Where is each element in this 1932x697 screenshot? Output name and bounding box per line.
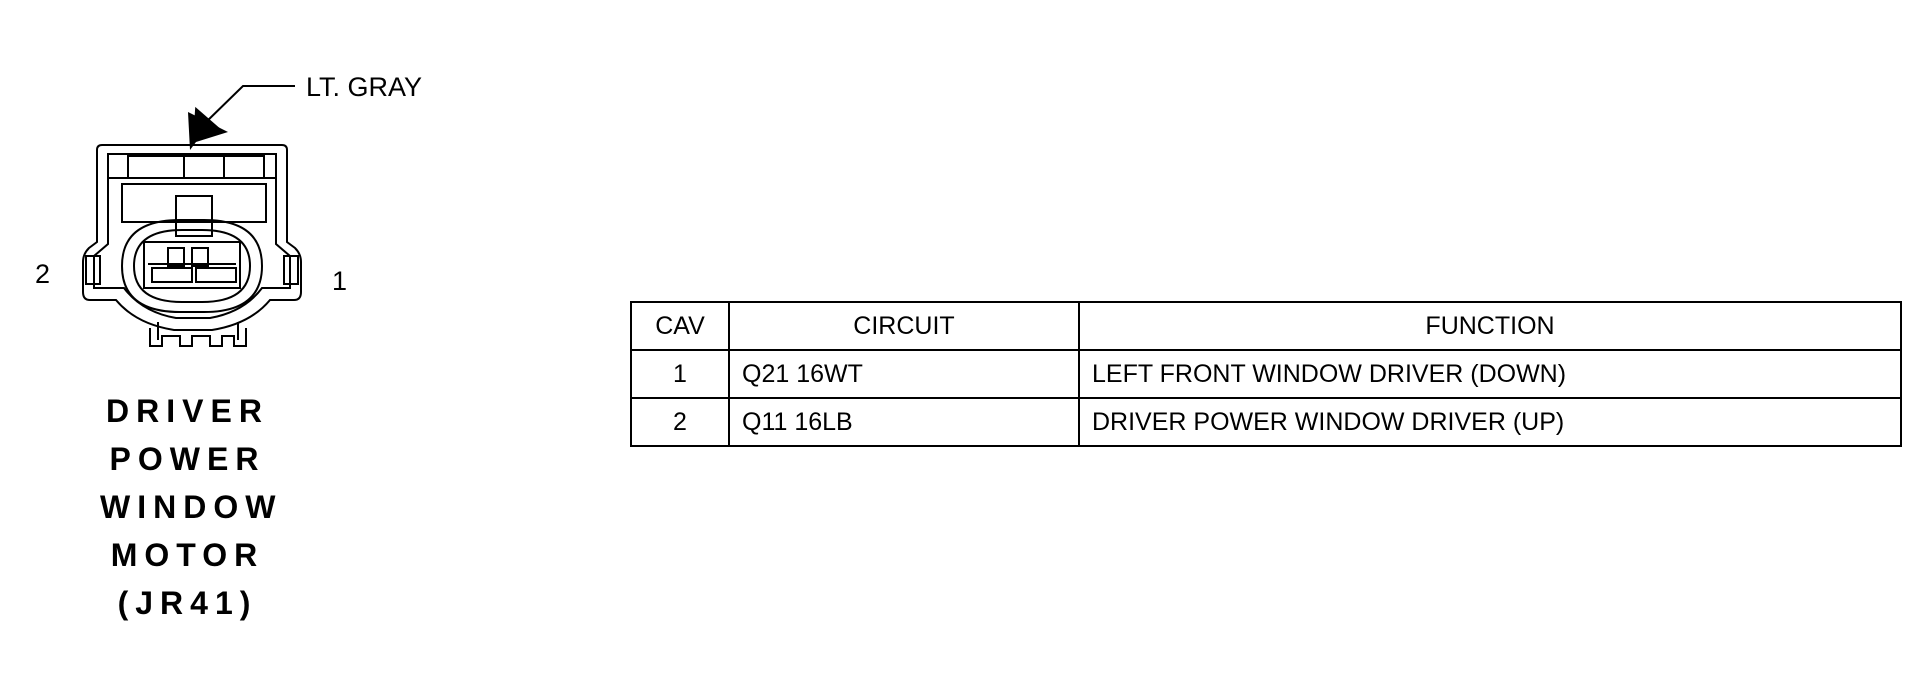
caption-line: POWER <box>109 441 266 477</box>
connector-caption: DRIVER POWER WINDOW MOTOR (JR41) <box>100 387 275 627</box>
connector-outer-housing <box>82 144 302 331</box>
connector-bottom-tabs <box>149 328 247 347</box>
table-row: 2 Q11 16LB DRIVER POWER WINDOW DRIVER (U… <box>630 397 1902 447</box>
caption-line: DRIVER <box>106 393 269 429</box>
pin-label-right: 1 <box>332 266 347 296</box>
cell-function: DRIVER POWER WINDOW DRIVER (UP) <box>1078 397 1902 447</box>
caption-line: MOTOR <box>110 537 265 573</box>
label-arrow-tip <box>188 112 228 150</box>
cell-circuit: Q21 16WT <box>728 349 1080 399</box>
connector-lock-ramp <box>121 183 267 223</box>
caption-line: WINDOW <box>100 489 283 525</box>
connector-inner-housing <box>93 153 291 319</box>
connector-latch-tab <box>183 155 225 179</box>
header-function: FUNCTION <box>1078 301 1902 351</box>
label-leader-line <box>201 85 295 127</box>
caption-line: (JR41) <box>117 585 258 621</box>
connector-lock-center <box>175 195 213 237</box>
connector-ear-right <box>283 255 299 285</box>
connector-latch-right <box>223 155 265 179</box>
cell-circuit: Q11 16LB <box>728 397 1080 447</box>
connector-latch <box>127 155 185 179</box>
header-cav: CAV <box>630 301 730 351</box>
terminal-block <box>143 241 241 289</box>
table-row: 1 Q21 16WT LEFT FRONT WINDOW DRIVER (DOW… <box>630 349 1902 399</box>
terminal-pin-2 <box>151 267 193 283</box>
table-header-row: CAV CIRCUIT FUNCTION <box>630 301 1902 351</box>
header-circuit: CIRCUIT <box>728 301 1080 351</box>
pin-label-left: 2 <box>35 259 50 289</box>
connector-cavity-inner <box>132 229 252 303</box>
terminal-pin-1 <box>195 267 237 283</box>
pinout-table: CAV CIRCUIT FUNCTION 1 Q21 16WT LEFT FRO… <box>630 301 1902 447</box>
cell-cav: 2 <box>630 397 730 447</box>
connector-cavity-oval <box>120 219 264 313</box>
connector-ear-left <box>85 255 101 285</box>
cell-function: LEFT FRONT WINDOW DRIVER (DOWN) <box>1078 349 1902 399</box>
color-label: LT. GRAY <box>306 72 422 102</box>
cell-cav: 1 <box>630 349 730 399</box>
